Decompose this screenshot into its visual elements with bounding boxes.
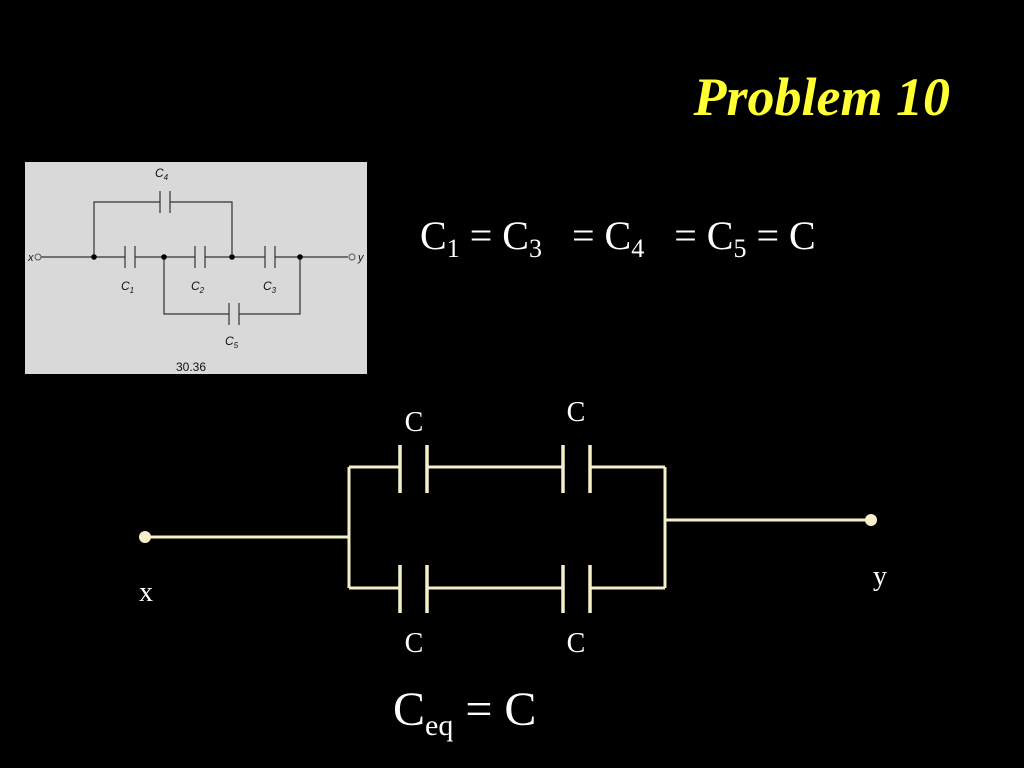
figure-label-c1: C1 [121, 279, 134, 295]
eq-term-c4: C4 [604, 213, 645, 263]
capacitance-equality-equation: C1 = C3 = C4 = C5 = C [420, 216, 816, 262]
eq-equals-sign: = [756, 213, 779, 258]
equivalent-capacitance-equation: Ceq = C [393, 686, 536, 741]
eq-term-c5: C5 [706, 213, 747, 263]
eq-result: C [504, 683, 537, 736]
cap-label-bottom-right: C [567, 628, 586, 659]
figure-label-c2: C2 [191, 279, 205, 295]
eq-equals-sign: = [571, 213, 595, 258]
terminal-y-dot [865, 514, 877, 526]
cap-label-top-right: C [567, 397, 586, 428]
eq-term-c3: C3 [502, 213, 542, 263]
textbook-figure: x y C4 C1 C2 C3 C5 30.36 [25, 162, 367, 374]
cap-label-bottom-left: C [405, 628, 424, 659]
eq-term-c1: C1 [420, 213, 460, 263]
circuit-wires [145, 465, 871, 590]
eq-equals-sign: = [674, 213, 697, 258]
terminal-label-y: y [873, 561, 887, 592]
figure-label-c4: C4 [155, 166, 169, 182]
eq-equals-sign: = [469, 213, 493, 258]
textbook-circuit-diagram: x y C4 C1 C2 C3 C5 30.36 [27, 166, 365, 374]
terminal-label-x: x [139, 577, 153, 608]
capacitor-plates [398, 445, 592, 613]
figure-terminal-y: y [357, 252, 365, 264]
eq-ceq: Ceq [393, 683, 454, 742]
eq-rhs: C [789, 213, 816, 258]
slide-title: Problem 10 [693, 67, 950, 127]
cap-label-top-left: C [405, 407, 424, 438]
terminal-x-dot [139, 531, 151, 543]
figure-label-c5: C5 [225, 334, 239, 350]
figure-label-c3: C3 [263, 279, 277, 295]
figure-caption: 30.36 [176, 360, 206, 374]
figure-terminal-x: x [27, 252, 34, 264]
eq-equals-sign: = [465, 683, 493, 736]
